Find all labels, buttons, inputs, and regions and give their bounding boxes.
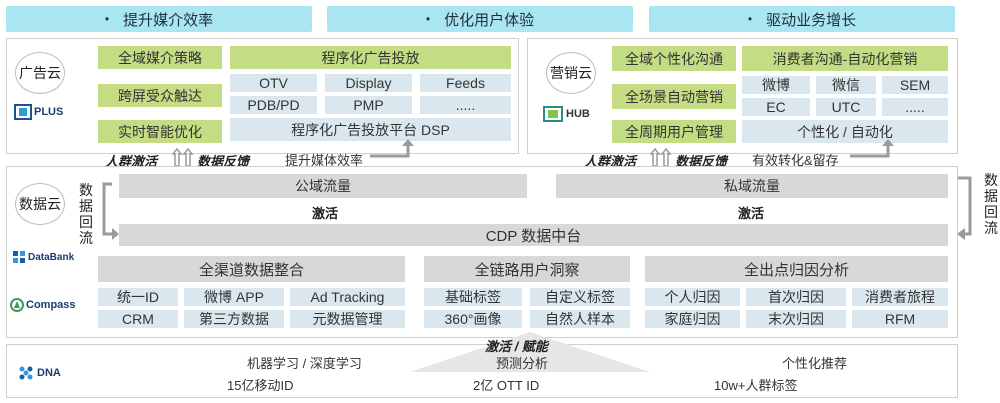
private-activate-label: 激活 <box>738 206 765 221</box>
dna-logo: DNA <box>18 365 61 381</box>
top-banner-label: 优化用户体验 <box>444 11 535 29</box>
mkt-strategy-1: 全域个性化沟通 <box>612 46 736 71</box>
data-cloud-label: 数据云 <box>15 183 65 225</box>
ad-feedback-label: 数据反馈 <box>197 154 250 169</box>
databank-logo: DataBank <box>12 250 74 264</box>
dna-logo-text: DNA <box>37 367 61 379</box>
databank-logo-icon <box>13 251 25 263</box>
section-title-user-insight: 全链路用户洞察 <box>424 256 630 282</box>
mkt-strategy-2: 全场景自动营销 <box>612 84 736 109</box>
top-banner-business-growth: •驱动业务增长 <box>649 6 955 32</box>
ad-activate-label: 人群激活 <box>105 154 158 169</box>
programmatic-title: 程序化广告投放 <box>230 46 511 69</box>
flowback-arrow-icon <box>102 182 119 240</box>
programmatic-item: PDB/PD <box>230 96 317 114</box>
attribution-item: 个人归因 <box>645 288 740 306</box>
attribution-item: 消费者旅程 <box>852 288 948 306</box>
dna-mobile-id: 15亿移动ID <box>227 378 294 393</box>
hub-logo-text: HUB <box>566 108 590 120</box>
ad-cloud-label: 广告云 <box>15 52 65 94</box>
auto-marketing-title: 消费者沟通-自动化营销 <box>742 46 948 71</box>
private-traffic: 私域流量 <box>556 174 948 198</box>
channel-item: 微信 <box>816 76 876 94</box>
top-banner-label: 提升媒介效率 <box>123 11 214 29</box>
channel-item: ..... <box>882 98 948 116</box>
insight-item: 自然人样本 <box>530 310 630 328</box>
compass-logo-icon <box>10 298 24 312</box>
up-arrow-icon <box>172 148 194 167</box>
dna-recommendation: 个性化推荐 <box>782 356 848 371</box>
marketing-cloud-label: 营销云 <box>546 52 596 94</box>
programmatic-item: PMP <box>325 96 412 114</box>
programmatic-item: ..... <box>420 96 511 114</box>
ad-strategy-1: 全域媒介策略 <box>98 46 222 69</box>
data-flowback-right: 数据回流 <box>984 172 998 236</box>
media-efficiency-label: 提升媒体效率 <box>285 153 364 168</box>
channel-item: EC <box>742 98 810 116</box>
section-title-attribution: 全出点归因分析 <box>645 256 948 282</box>
integration-item: 统一ID <box>98 288 178 306</box>
plus-logo-icon <box>14 104 32 120</box>
flowback-arrow-icon <box>957 176 972 240</box>
mkt-strategy-3: 全周期用户管理 <box>612 120 736 143</box>
integration-item: CRM <box>98 310 178 328</box>
personalization-automation: 个性化 / 自动化 <box>742 120 948 143</box>
dna-logo-icon <box>19 366 33 380</box>
dna-prediction: 预测分析 <box>496 356 549 371</box>
hub-logo: HUB <box>543 106 590 122</box>
feedback-arrow-icon <box>370 139 414 158</box>
public-traffic: 公域流量 <box>119 174 527 198</box>
integration-item: 第三方数据 <box>184 310 284 328</box>
mkt-activate-label: 人群激活 <box>584 154 637 169</box>
cdp-platform: CDP 数据中台 <box>119 224 948 246</box>
hub-logo-icon <box>543 106 563 122</box>
empower-label: 激活 / 赋能 <box>485 339 548 354</box>
dna-audience-tags: 10w+人群标签 <box>714 378 798 393</box>
mkt-feedback-label: 数据反馈 <box>675 154 728 169</box>
attribution-item: 首次归因 <box>746 288 846 306</box>
data-flowback-left: 数据回流 <box>79 182 93 246</box>
plus-logo-text: PLUS <box>34 106 64 118</box>
databank-logo-text: DataBank <box>28 251 75 263</box>
attribution-item: 家庭归因 <box>645 310 740 328</box>
insight-item: 自定义标签 <box>530 288 630 306</box>
top-banner-label: 驱动业务增长 <box>766 11 857 29</box>
attribution-item: 末次归因 <box>746 310 846 328</box>
feedback-arrow-icon <box>850 139 894 158</box>
integration-item: 元数据管理 <box>290 310 405 328</box>
insight-item: 360°画像 <box>424 310 522 328</box>
up-arrow-icon <box>650 148 672 167</box>
top-banner-media-efficiency: •提升媒介效率 <box>6 6 312 32</box>
top-banner-user-experience: •优化用户体验 <box>327 6 633 32</box>
programmatic-item: OTV <box>230 74 317 92</box>
compass-logo: Compass <box>10 298 76 312</box>
channel-item: UTC <box>816 98 876 116</box>
ad-strategy-2: 跨屏受众触达 <box>98 84 222 107</box>
dna-ml: 机器学习 / 深度学习 <box>247 356 362 371</box>
integration-item: 微博 APP <box>184 288 284 306</box>
integration-item: Ad Tracking <box>290 288 405 306</box>
programmatic-item: Display <box>325 74 412 92</box>
compass-logo-text: Compass <box>26 299 76 311</box>
empower-triangle <box>410 332 650 372</box>
section-title-data-integration: 全渠道数据整合 <box>98 256 405 282</box>
public-activate-label: 激活 <box>312 206 339 221</box>
dsp-platform: 程序化广告投放平台 DSP <box>230 118 511 141</box>
conversion-label: 有效转化&留存 <box>752 153 839 168</box>
programmatic-item: Feeds <box>420 74 511 92</box>
insight-item: 基础标签 <box>424 288 522 306</box>
channel-item: 微博 <box>742 76 810 94</box>
dna-ott-id: 2亿 OTT ID <box>473 378 540 393</box>
channel-item: SEM <box>882 76 948 94</box>
plus-logo: PLUS <box>14 104 63 120</box>
ad-strategy-3: 实时智能优化 <box>98 120 222 143</box>
attribution-item: RFM <box>852 310 948 328</box>
